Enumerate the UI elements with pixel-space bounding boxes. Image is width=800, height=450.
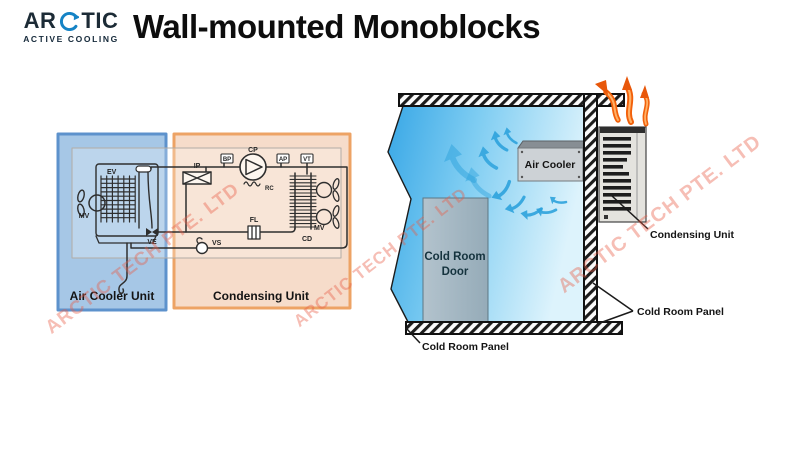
top-panel xyxy=(398,93,625,107)
bottom-panel xyxy=(405,321,623,335)
expansion-valve xyxy=(146,228,158,236)
panel-label-bottom: Cold Room Panel xyxy=(422,341,509,353)
air-cooler-unit-caption: Air Cooler Unit xyxy=(70,289,155,303)
label-ip: IP xyxy=(194,163,201,170)
solenoid-valve xyxy=(195,237,209,255)
condensing-unit-box xyxy=(172,132,352,310)
label-ap: AP xyxy=(279,157,287,163)
door-label-line1: Cold Room xyxy=(424,251,485,263)
condensing-unit-callout: Condensing Unit xyxy=(650,229,734,241)
label-ve: VE xyxy=(147,239,157,246)
cold-room-door xyxy=(422,197,489,325)
cold-room-panels xyxy=(398,93,625,335)
door-label-line2: Door xyxy=(442,266,469,278)
condenser-fans xyxy=(315,178,340,229)
label-bp: BP xyxy=(223,157,231,163)
condensing-unit-outside xyxy=(598,126,647,223)
heat-flames-icon xyxy=(595,76,650,127)
logo-tagline: ACTIVE COOLING xyxy=(23,34,119,44)
condenser-coil xyxy=(289,172,317,230)
cold-room-illustration: Cold Room Door xyxy=(387,76,734,353)
label-fl: FL xyxy=(250,217,259,224)
condensing-unit-caption: Condensing Unit xyxy=(213,289,309,303)
refrigeration-schematic: EV MV VE xyxy=(56,132,352,312)
label-mv-cond: MV xyxy=(314,225,325,232)
label-rc: RC xyxy=(265,186,274,192)
page-title: Wall-mounted Monoblocks xyxy=(133,8,541,45)
arctic-logo: AR TIC ACTIVE COOLING xyxy=(12,8,130,45)
pressure-tags xyxy=(220,153,314,164)
expansion-valve-lines xyxy=(138,171,153,229)
compressor xyxy=(239,153,267,187)
label-ev: EV xyxy=(107,169,117,176)
logo-c-swoosh-icon xyxy=(60,11,80,31)
evaporator-coil xyxy=(95,163,159,244)
label-vs: VS xyxy=(212,240,222,247)
heat-interchanger xyxy=(182,171,212,185)
logo-text-left: AR xyxy=(23,8,57,33)
right-wall-panel xyxy=(583,93,598,335)
air-cooler-label: Air Cooler xyxy=(525,159,576,171)
filter-drier xyxy=(247,225,261,240)
panel-label-right: Cold Room Panel xyxy=(637,306,724,318)
label-cp: CP xyxy=(248,147,258,154)
leader-lines xyxy=(405,195,649,344)
drain-pipe xyxy=(118,242,128,294)
label-vt: VT xyxy=(303,157,311,163)
logo-text-right: TIC xyxy=(81,8,119,33)
label-cd: CD xyxy=(302,236,312,243)
evaporator-fan xyxy=(77,189,106,217)
label-mv-evap: MV xyxy=(79,213,90,220)
